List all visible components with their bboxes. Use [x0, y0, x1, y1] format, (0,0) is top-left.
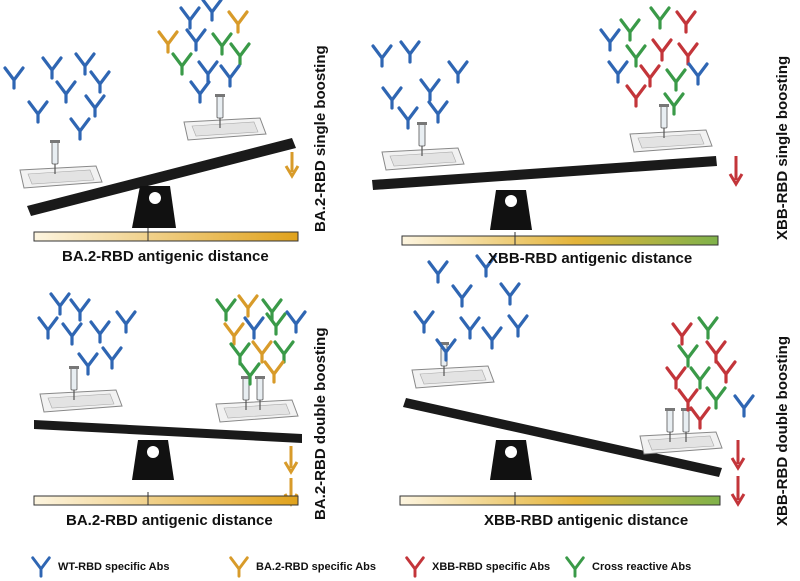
distance-label-ba2-single: BA.2-RBD antigenic distance — [62, 248, 269, 265]
antibody-icon — [405, 556, 425, 578]
arrow-down-xbb-2 — [730, 476, 746, 507]
antibodies-right — [215, 294, 307, 386]
fulcrum — [132, 186, 176, 228]
antibodies-left — [3, 52, 111, 141]
distance-label-ba2-double: BA.2-RBD antigenic distance — [66, 512, 273, 529]
antibody-icon — [565, 556, 585, 578]
legend-label: Cross reactive Abs — [592, 561, 692, 573]
legend-label: XBB-RBD specific Abs — [432, 561, 551, 573]
arrow-down-ba2-1 — [283, 446, 299, 475]
fulcrum — [490, 440, 532, 480]
panel-ba2-single — [3, 0, 300, 242]
tray-left — [19, 165, 103, 189]
tray-right — [215, 399, 299, 423]
arrow-down-xbb-1 — [730, 440, 746, 471]
panel-xbb-single — [371, 6, 744, 246]
tray-right — [183, 117, 267, 141]
seesaw-beam — [403, 398, 722, 477]
legend-label: BA.2-RBD specific Abs — [256, 561, 377, 573]
vertical-label-ba2-single: BA.2-RBD single boosting — [312, 45, 329, 232]
antibodies-right — [157, 0, 251, 104]
legend-item-xbb: XBB-RBD specific Abs — [404, 556, 550, 578]
arrow-down-ba2 — [284, 152, 300, 179]
antibodies-left — [413, 254, 529, 362]
fulcrum-hole — [149, 192, 161, 204]
fulcrum-hole — [505, 446, 517, 458]
tray-left — [381, 147, 465, 171]
antibodies-left — [37, 292, 137, 376]
fulcrum — [132, 440, 174, 480]
panel-xbb-double — [399, 254, 755, 507]
fulcrum-hole — [505, 195, 517, 207]
legend-item-cross: Cross reactive Abs — [564, 556, 691, 578]
seesaw-beam — [372, 156, 717, 190]
tray-left — [411, 365, 495, 389]
distance-label-xbb-single: XBB-RBD antigenic distance — [488, 250, 693, 267]
distance-label-xbb-double: XBB-RBD antigenic distance — [484, 512, 689, 529]
antibodies-left — [371, 40, 469, 130]
panel-ba2-double — [33, 292, 307, 507]
tray-right — [639, 431, 723, 455]
legend-item-ba2: BA.2-RBD specific Abs — [228, 556, 376, 578]
legend-label: WT-RBD specific Abs — [58, 561, 170, 573]
vertical-label-xbb-single: XBB-RBD single boosting — [774, 55, 791, 240]
seesaw-beam — [27, 138, 296, 216]
distance-bar — [401, 235, 719, 246]
fulcrum — [490, 190, 532, 230]
antibody-icon — [31, 556, 51, 578]
antibodies-right — [599, 6, 709, 116]
legend-item-wt: WT-RBD specific Abs — [30, 556, 169, 578]
tray-right — [629, 129, 713, 153]
vertical-label-xbb-double: XBB-RBD double boosting — [774, 336, 791, 526]
distance-bar — [33, 231, 299, 242]
legend: WT-RBD specific Abs BA.2-RBD specific Ab… — [0, 556, 800, 581]
antibody-icon — [229, 556, 249, 578]
vertical-label-ba2-double: BA.2-RBD double boosting — [312, 327, 329, 520]
antibodies-right — [665, 316, 755, 430]
tray-left — [39, 389, 123, 413]
arrow-down-xbb — [728, 156, 744, 187]
fulcrum-hole — [147, 446, 159, 458]
distance-bar — [33, 495, 299, 506]
distance-bar — [399, 495, 721, 506]
seesaw-beam — [34, 420, 302, 443]
